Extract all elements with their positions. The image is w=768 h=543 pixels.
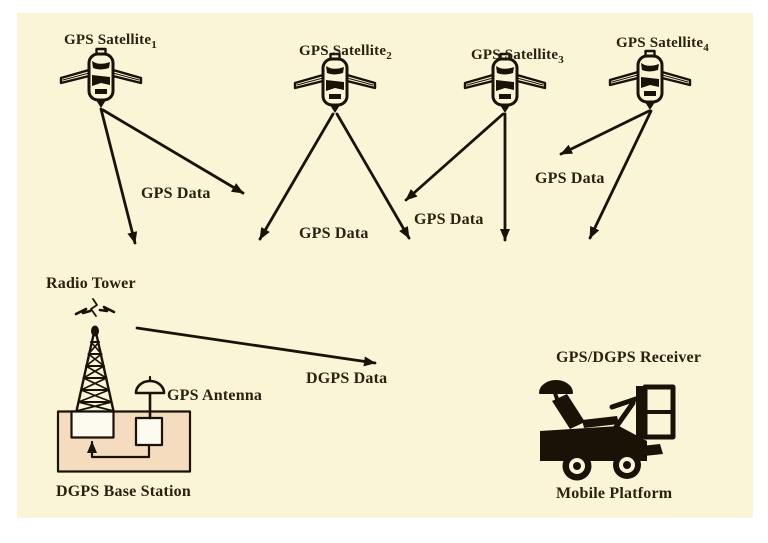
- satellite-name: GPS Satellite: [616, 35, 704, 51]
- gps-data-arrow-sat2-right: [335, 112, 411, 240]
- gps-data-arrow-sat2-left: [258, 112, 335, 241]
- gps-data-label-2: GPS Data: [299, 225, 369, 242]
- gps-antenna-label: GPS Antenna: [167, 387, 263, 404]
- gps-data-label-3: GPS Data: [414, 211, 484, 228]
- satellite-index: 1: [151, 39, 157, 51]
- gps-dgps-receiver-label: GPS/DGPS Receiver: [556, 349, 702, 366]
- satellite-index: 2: [386, 50, 392, 62]
- receiver-to-transmitter-arrow: [87, 440, 151, 459]
- dgps-base-station-icon: [56, 375, 192, 473]
- satellite-index: 3: [558, 54, 564, 66]
- radio-tower-label: Radio Tower: [46, 275, 136, 292]
- gps-satellite-2-label: GPS Satellite2: [299, 43, 392, 62]
- gps-satellite-3-label: GPS Satellite3: [471, 47, 564, 66]
- wheel-icon: [613, 451, 641, 479]
- mobile-platform-icon: [539, 380, 676, 481]
- gps-data-arrows: [99, 107, 653, 245]
- satellite-index: 4: [703, 42, 709, 54]
- gps-satellite-4-icon: [608, 49, 692, 112]
- satellite-name: GPS Satellite: [64, 32, 152, 48]
- gps-data-arrow-sat4-left: [559, 109, 651, 156]
- dgps-base-station-label: DGPS Base Station: [56, 483, 191, 500]
- gps-receiver-box: [134, 416, 164, 447]
- radio-transmitter-box: [70, 410, 115, 439]
- satellite-name: GPS Satellite: [471, 47, 559, 63]
- radio-tower-icon: [74, 298, 116, 413]
- gps-data-label-4: GPS Data: [535, 170, 605, 187]
- dgps-data-arrow: [135, 326, 377, 367]
- gps-data-label-1: GPS Data: [141, 185, 211, 202]
- gps-data-arrow-sat1-to-base: [99, 107, 138, 245]
- gps-antenna-icon: [134, 375, 166, 420]
- radio-signal-bolts-icon: [74, 298, 116, 317]
- gps-satellite-1-label: GPS Satellite1: [64, 32, 157, 51]
- gps-satellite-2-icon: [293, 52, 377, 115]
- gps-data-arrow-sat4-down: [588, 109, 653, 240]
- dgps-data-label: DGPS Data: [306, 370, 388, 387]
- gps-satellite-4-label: GPS Satellite4: [616, 35, 709, 54]
- gps-data-arrow-sat3-left: [404, 112, 505, 202]
- gps-satellite-1-icon: [59, 47, 143, 110]
- satellite-name: GPS Satellite: [299, 43, 387, 59]
- wheel-icon: [562, 451, 592, 481]
- gps-data-arrow-sat1-to-mobile: [101, 108, 245, 195]
- mobile-platform-label: Mobile Platform: [556, 485, 673, 502]
